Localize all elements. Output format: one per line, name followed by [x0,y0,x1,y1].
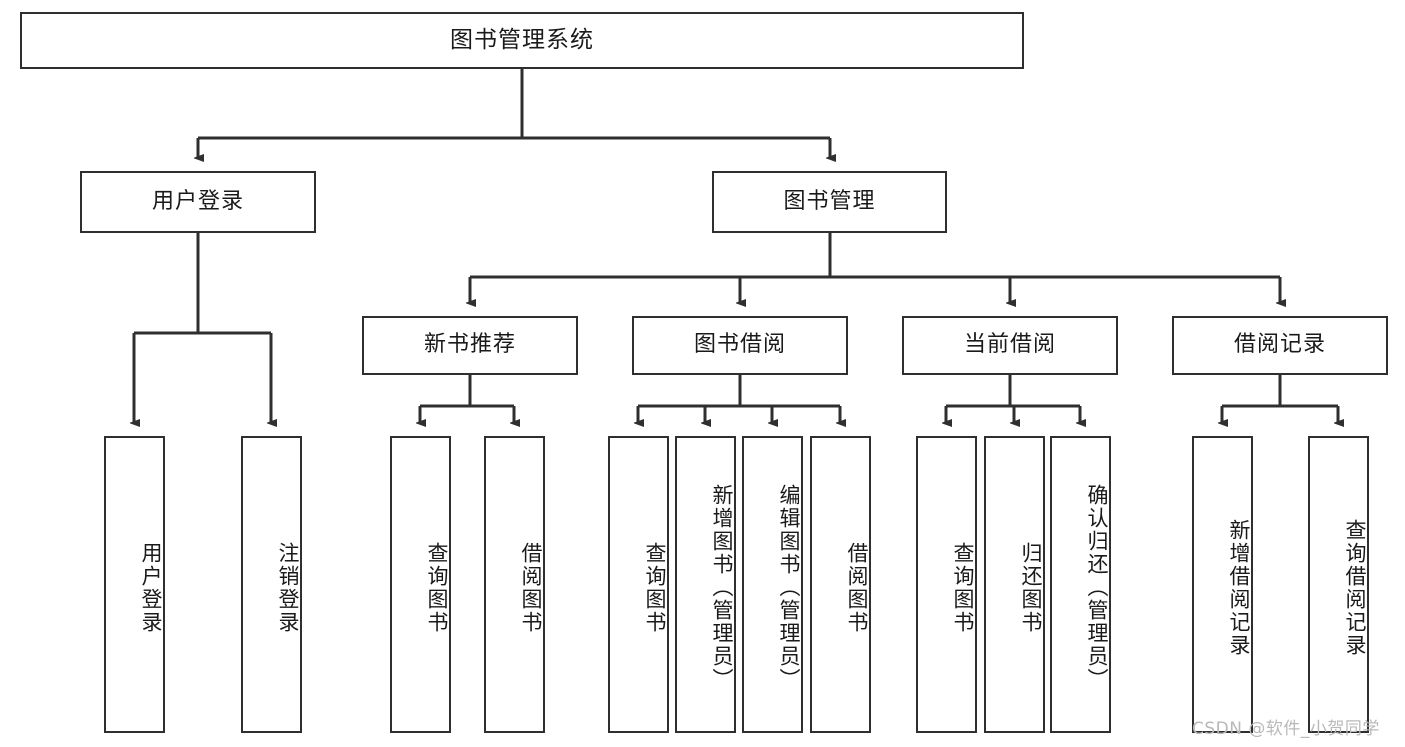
leaf-query-borrow-record[interactable]: 查询借阅记录 [1308,436,1369,733]
leaf-query-book-3-label: 查询图书 [951,541,975,634]
leaf-logout[interactable]: 注销登录 [241,436,302,733]
node-book-borrow-label: 图书借阅 [693,332,786,358]
leaf-query-book-2-label: 查询图书 [643,541,667,634]
leaf-add-book-admin[interactable]: 新增图书（管理员） [675,436,736,733]
leaf-query-book-1-label: 查询图书 [425,541,449,634]
node-book-management-label: 图书管理 [783,188,876,214]
leaf-confirm-return-admin[interactable]: 确认归还（管理员） [1050,436,1111,733]
node-borrow-record-label: 借阅记录 [1233,332,1326,358]
leaf-borrow-book-1-label: 借阅图书 [519,541,543,634]
node-book-borrow[interactable]: 图书借阅 [632,316,848,375]
node-current-borrow[interactable]: 当前借阅 [902,316,1118,375]
leaf-borrow-book-2-label: 借阅图书 [845,541,869,634]
leaf-query-book-1[interactable]: 查询图书 [390,436,451,733]
leaf-borrow-book-1[interactable]: 借阅图书 [484,436,545,733]
node-book-management[interactable]: 图书管理 [712,171,947,233]
leaf-query-book-3[interactable]: 查询图书 [916,436,977,733]
leaf-return-book-label: 归还图书 [1019,541,1043,634]
node-root-label: 图书管理系统 [450,26,594,53]
node-root[interactable]: 图书管理系统 [20,12,1024,69]
leaf-query-borrow-record-label: 查询借阅记录 [1343,518,1367,657]
leaf-add-book-admin-label: 新增图书（管理员） [710,484,734,691]
watermark: CSDN @软件_小贺同学 [1192,719,1380,739]
leaf-query-book-2[interactable]: 查询图书 [608,436,669,733]
leaf-add-borrow-record[interactable]: 新增借阅记录 [1192,436,1253,733]
node-new-book-recommend-label: 新书推荐 [423,332,516,358]
node-new-book-recommend[interactable]: 新书推荐 [362,316,578,375]
leaf-add-borrow-record-label: 新增借阅记录 [1227,518,1251,657]
leaf-user-login-label: 用户登录 [139,541,163,634]
node-current-borrow-label: 当前借阅 [963,332,1056,358]
node-user-login[interactable]: 用户登录 [80,171,316,233]
node-borrow-record[interactable]: 借阅记录 [1172,316,1388,375]
node-user-login-label: 用户登录 [151,188,244,214]
leaf-return-book[interactable]: 归还图书 [984,436,1045,733]
leaf-edit-book-admin-label: 编辑图书（管理员） [777,484,801,691]
leaf-edit-book-admin[interactable]: 编辑图书（管理员） [742,436,803,733]
leaf-user-login[interactable]: 用户登录 [104,436,165,733]
leaf-confirm-return-admin-label: 确认归还（管理员） [1085,484,1109,691]
leaf-borrow-book-2[interactable]: 借阅图书 [810,436,871,733]
leaf-logout-label: 注销登录 [276,541,300,634]
